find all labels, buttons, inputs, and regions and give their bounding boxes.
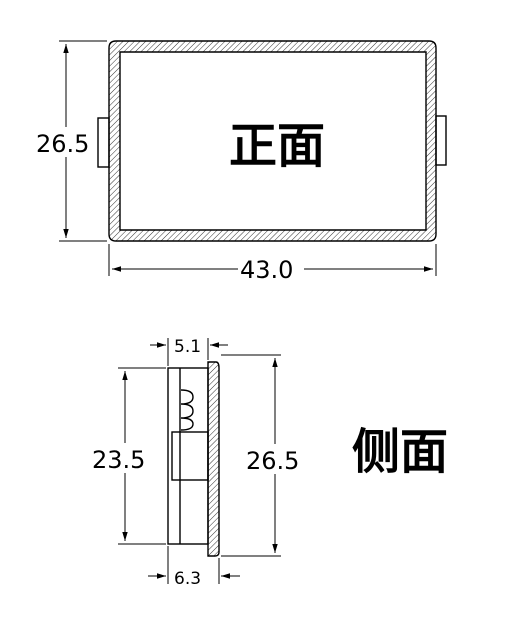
- front-width-dim: 43.0: [240, 256, 293, 284]
- side-body: [167, 367, 209, 545]
- front-view: 26.5 43.0 正面: [34, 40, 447, 284]
- side-view-label: 侧面: [352, 424, 448, 480]
- front-right-tab: [435, 115, 447, 166]
- front-left-tab: [97, 117, 110, 168]
- side-bottom-dim: 6.3: [174, 569, 201, 589]
- side-inner-height-dim: 23.5: [92, 446, 145, 474]
- side-outer-height-dim: 26.5: [246, 447, 299, 475]
- side-top-dim: 5.1: [174, 337, 201, 357]
- front-height-dim: 26.5: [36, 130, 89, 158]
- side-connector: [171, 431, 209, 481]
- side-contacts: [180, 389, 194, 431]
- front-view-label: 正面: [229, 118, 325, 174]
- front-frame: [108, 40, 437, 242]
- side-view: 5.1 23.5 26.5 6.3 侧面: [91, 334, 448, 589]
- side-front-plate: [207, 361, 220, 557]
